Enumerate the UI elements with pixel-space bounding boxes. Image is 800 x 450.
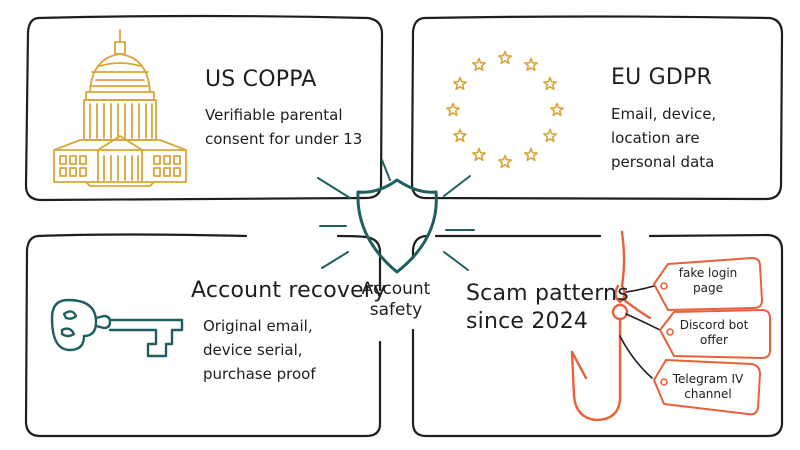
scam-tag-2-line1: Discord bot [679,318,749,332]
eu-star [543,76,558,91]
scam-tag-1-line2: page [693,281,723,295]
gdpr-title: EU GDPR [611,65,712,90]
scam-tag-2: Discord bot offer [666,318,762,348]
eu-star [452,128,467,143]
eu-star [471,57,487,71]
panel-frame-scams [411,233,784,438]
scam-tag-3-line1: Telegram IV [672,372,744,386]
scam-tag-3: Telegram IV channel [660,372,756,402]
panel-frame-coppa [24,14,384,202]
eu-star [523,57,539,71]
coppa-title: US COPPA [205,67,317,92]
recovery-line3: purchase proof [203,365,316,383]
scam-tag-hole-2 [666,328,674,336]
eu-star [452,76,467,91]
recovery-title: Account recovery [191,278,387,303]
recovery-line1: Original email, [203,317,313,335]
scams-title: Scam patterns since 2024 [466,280,629,336]
scam-tag-shape-1 [653,257,763,311]
key-icon [50,298,184,358]
panel-frame-recovery [24,233,382,438]
eu-star [445,102,461,117]
eu-stars-icon [445,50,565,169]
eu-star [523,147,539,162]
gdpr-line1: Email, device, [611,105,717,123]
scams-title-line2: since 2024 [466,309,589,334]
scam-tag-2-line2: offer [700,333,728,347]
scam-tag-hole-1 [660,282,668,290]
gdpr-line3: personal data [611,153,715,171]
scam-tag-shapes [653,257,771,416]
coppa-description: Verifiable parental consent for under 13 [205,103,362,151]
scam-tag-3-line2: channel [684,387,732,401]
scam-tag-shape-2 [659,309,771,359]
center-label: Account safety [353,279,439,321]
eu-star [549,102,565,117]
center-label-line2: safety [369,300,423,320]
coppa-line2: consent for under 13 [205,130,363,148]
scam-tag-1-line1: fake login [678,266,738,280]
gdpr-line2: location are [611,129,700,147]
capitol-building-icon [53,29,187,187]
recovery-description: Original email, device serial, purchase … [203,314,316,386]
panel-frame-gdpr [410,15,784,201]
recovery-line2: device serial, [203,341,303,359]
scam-tag-hole-3 [660,378,668,386]
center-label-line1: Account [361,279,431,299]
center-rays [317,159,475,271]
fishing-hook-icon [570,230,652,422]
shield-icon [356,178,438,274]
gdpr-description: Email, device, location are personal dat… [611,102,716,174]
coppa-line1: Verifiable parental [205,106,343,124]
scam-tag-1: fake login page [660,266,756,296]
scam-tag-shape-3 [653,359,761,416]
tag-strings [619,285,661,379]
scams-title-line1: Scam patterns [466,281,629,306]
eu-star [497,50,513,65]
eu-star [471,147,487,162]
eu-star [497,154,513,169]
eu-star [543,128,558,143]
